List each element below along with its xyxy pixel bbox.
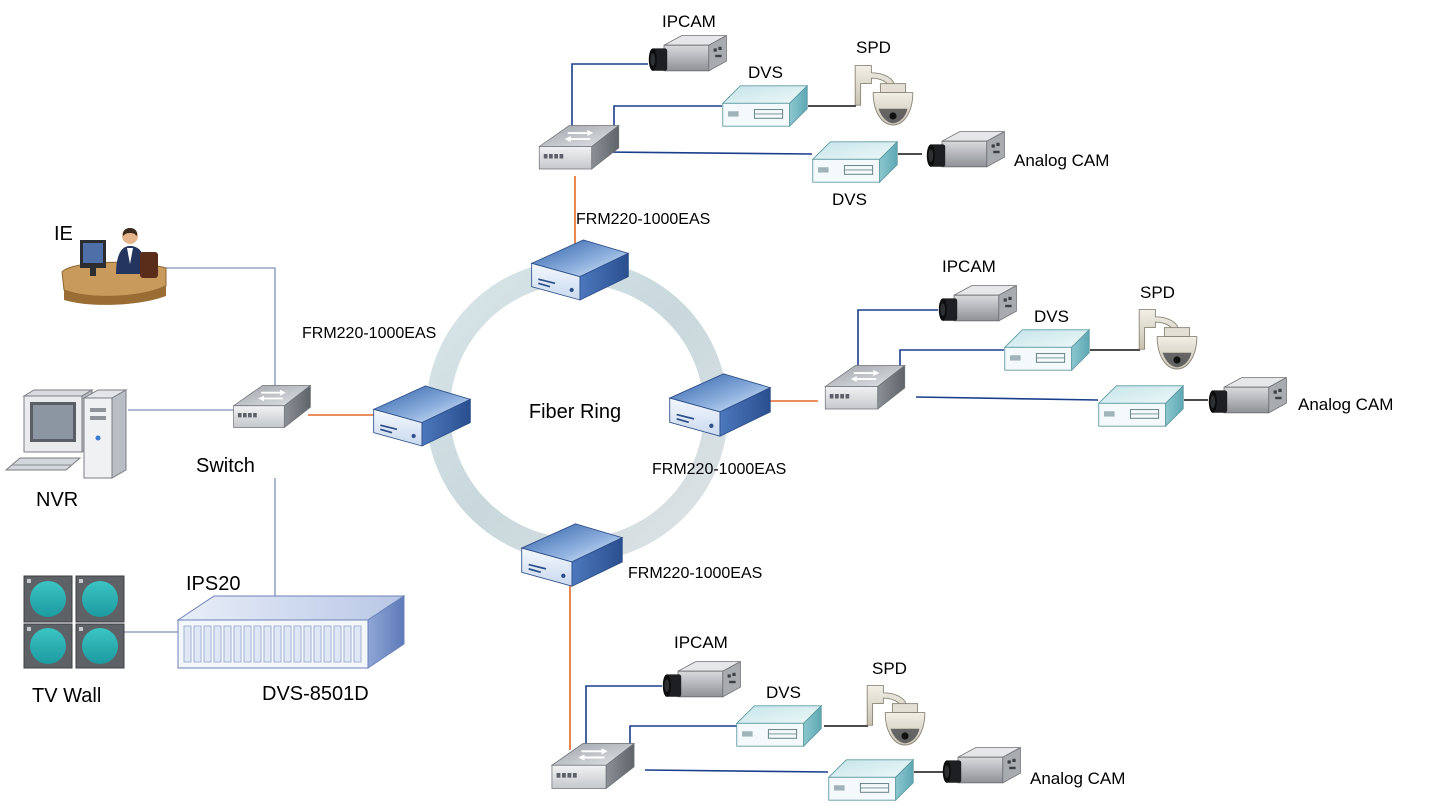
switch-label: Switch bbox=[196, 455, 255, 477]
top-analog-label: Analog CAM bbox=[1014, 151, 1109, 170]
link-right-dvs2 bbox=[915, 396, 1099, 401]
link-bottom-dvs1 bbox=[629, 725, 738, 748]
ip-camera-icon[interactable] bbox=[662, 661, 741, 698]
top-dvs1-label: DVS bbox=[748, 63, 783, 82]
right-analog-label: Analog CAM bbox=[1298, 395, 1393, 414]
media-converter-icon[interactable] bbox=[372, 385, 472, 447]
top-spd-label: SPD bbox=[856, 38, 891, 57]
nvr-label: NVR bbox=[36, 489, 78, 511]
tvwall-label: TV Wall bbox=[32, 685, 101, 707]
link-ie-switch bbox=[163, 267, 276, 400]
link-right-ipcam bbox=[857, 309, 938, 370]
ie-label: IE bbox=[54, 223, 73, 245]
ip-camera-icon[interactable] bbox=[926, 131, 1005, 168]
frm-left-label: FRM220-1000EAS bbox=[302, 325, 436, 342]
dvs-box-icon[interactable] bbox=[1098, 385, 1184, 427]
ip-camera-icon[interactable] bbox=[942, 747, 1021, 784]
speed-dome-icon[interactable] bbox=[1138, 309, 1198, 370]
ip-camera-icon[interactable] bbox=[1208, 377, 1287, 414]
dvs-box-icon[interactable] bbox=[722, 85, 808, 127]
speed-dome-icon[interactable] bbox=[854, 65, 914, 126]
switch-icon[interactable] bbox=[824, 364, 906, 411]
right-dvs1-label: DVS bbox=[1034, 307, 1069, 326]
link-top-dvs2 bbox=[603, 151, 813, 155]
media-converter-icon[interactable] bbox=[668, 372, 772, 438]
tv-wall-icon[interactable] bbox=[23, 575, 125, 669]
frm-bottom-label: FRM220-1000EAS bbox=[628, 565, 762, 582]
dvs8501d-label: DVS-8501D bbox=[262, 683, 369, 705]
ip-camera-icon[interactable] bbox=[938, 285, 1017, 322]
dvs-box-icon[interactable] bbox=[1004, 329, 1090, 371]
ip-camera-icon[interactable] bbox=[648, 35, 727, 72]
media-converter-icon[interactable] bbox=[530, 239, 630, 301]
bottom-analog-label: Analog CAM bbox=[1030, 769, 1125, 788]
top-ipcam-label: IPCAM bbox=[662, 12, 716, 31]
dvs-box-icon[interactable] bbox=[812, 141, 898, 183]
link-bottom-dvs2 bbox=[644, 769, 829, 773]
fiber-ring-label: Fiber Ring bbox=[529, 401, 621, 423]
ips20-label: IPS20 bbox=[186, 573, 240, 595]
link-top-dvs1 bbox=[613, 105, 722, 132]
switch-icon[interactable] bbox=[232, 384, 312, 429]
speed-dome-icon[interactable] bbox=[866, 685, 926, 746]
switch-icon[interactable] bbox=[538, 124, 620, 171]
frm-top-label: FRM220-1000EAS bbox=[576, 211, 710, 228]
bottom-ipcam-label: IPCAM bbox=[674, 633, 728, 652]
link-top-ipcam bbox=[571, 63, 648, 132]
dvs-box-icon[interactable] bbox=[828, 759, 914, 801]
link-right-dvs1 bbox=[899, 349, 1004, 370]
right-ipcam-label: IPCAM bbox=[942, 257, 996, 276]
pc-tower-icon[interactable] bbox=[4, 389, 128, 479]
link-bottom-ipcam bbox=[585, 685, 662, 748]
dvs-box-icon[interactable] bbox=[736, 705, 822, 747]
frm-right-label: FRM220-1000EAS bbox=[652, 461, 786, 478]
bottom-dvs1-label: DVS bbox=[766, 683, 801, 702]
bottom-spd-label: SPD bbox=[872, 659, 907, 678]
top-dvs2-label: DVS bbox=[832, 190, 867, 209]
rack-unit-icon[interactable] bbox=[176, 595, 406, 669]
right-spd-label: SPD bbox=[1140, 283, 1175, 302]
links bbox=[124, 63, 1208, 773]
operator-desk-icon[interactable] bbox=[61, 228, 167, 305]
switch-icon[interactable] bbox=[550, 742, 636, 790]
